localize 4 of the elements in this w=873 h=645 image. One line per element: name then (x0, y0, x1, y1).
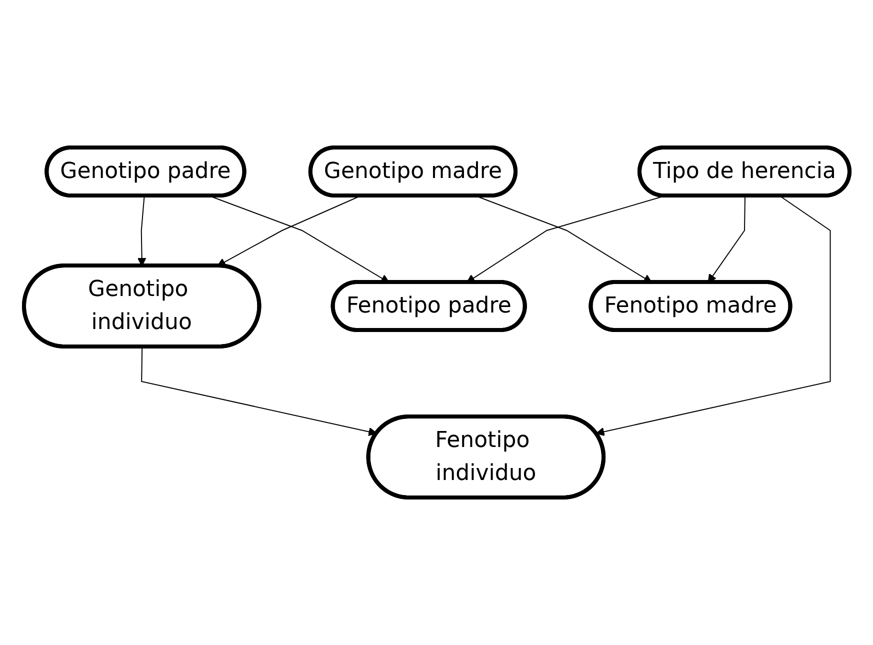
arrow (595, 196, 830, 436)
arrow (708, 196, 746, 283)
arrow (137, 196, 146, 266)
arrow (140, 346, 377, 436)
